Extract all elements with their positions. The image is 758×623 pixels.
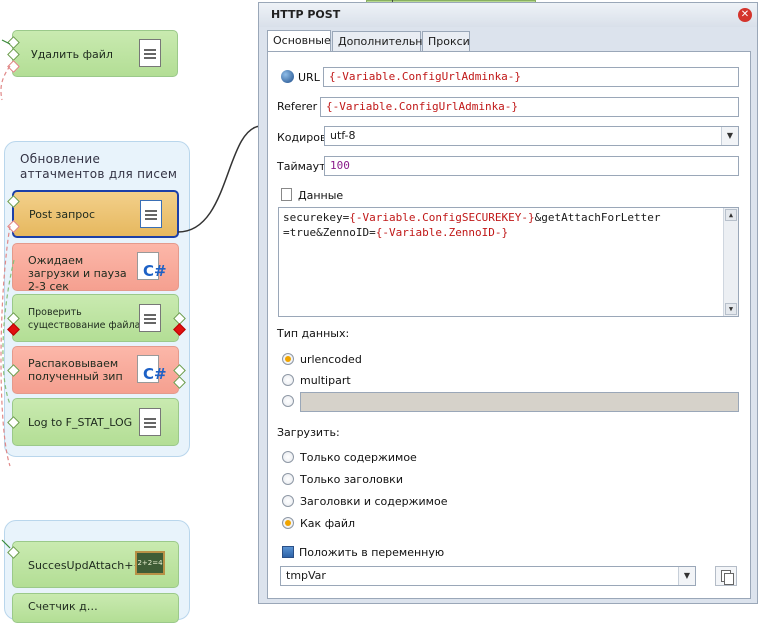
node-label: Удалить файл bbox=[31, 48, 113, 61]
http-post-dialog: HTTP POST ✕ Основные Дополнительно Прокс… bbox=[258, 2, 758, 604]
data-label: Данные bbox=[298, 189, 344, 202]
chevron-down-icon[interactable]: ▼ bbox=[678, 567, 695, 585]
log-node[interactable]: Log to F_STAT_LOG bbox=[12, 398, 179, 446]
radio-as-file[interactable] bbox=[282, 517, 294, 529]
tab-proxy[interactable]: Прокси bbox=[422, 31, 470, 51]
tab-advanced[interactable]: Дополнительно bbox=[332, 31, 429, 51]
tab-basic[interactable]: Основные bbox=[267, 30, 331, 52]
connection-lines bbox=[0, 39, 260, 549]
radio-headers-content-label: Заголовки и содержимое bbox=[300, 495, 448, 508]
document-icon bbox=[139, 304, 161, 332]
data-text: &getAttachForLetter bbox=[534, 211, 661, 224]
data-type-label: Тип данных: bbox=[277, 327, 350, 340]
radio-as-file-label: Как файл bbox=[300, 517, 356, 530]
put-variable-label: Положить в переменную bbox=[299, 546, 445, 559]
dialog-title: HTTP POST bbox=[271, 8, 341, 21]
node-label: Распаковываем полученный зип bbox=[28, 357, 123, 383]
referer-input[interactable]: {-Variable.ConfigUrlAdminka-} bbox=[320, 97, 739, 117]
csharp-icon: C# bbox=[137, 355, 167, 385]
load-label: Загрузить: bbox=[277, 426, 340, 439]
variable-value: tmpVar bbox=[286, 569, 326, 582]
variable-select[interactable]: tmpVar ▼ bbox=[280, 566, 696, 586]
custom-type-input bbox=[300, 392, 739, 412]
scroll-up-icon[interactable]: ▲ bbox=[725, 209, 737, 221]
encoding-value: utf-8 bbox=[330, 129, 356, 142]
radio-content-only[interactable] bbox=[282, 451, 294, 463]
data-line-2: =true&ZennoID={-Variable.ZennoID-} bbox=[283, 225, 734, 240]
title-bar[interactable]: HTTP POST ✕ bbox=[259, 3, 757, 27]
tab-label: Основные bbox=[273, 34, 331, 47]
scroll-down-icon[interactable]: ▼ bbox=[725, 303, 737, 315]
copy-icon[interactable] bbox=[715, 566, 737, 586]
node-label: Post запрос bbox=[29, 208, 96, 221]
encoding-select[interactable]: utf-8 ▼ bbox=[324, 126, 739, 146]
radio-headers-content[interactable] bbox=[282, 495, 294, 507]
referer-label: Referer bbox=[277, 100, 318, 113]
radio-urlencoded-label: urlencoded bbox=[300, 353, 362, 366]
download-icon bbox=[140, 200, 162, 228]
document-icon bbox=[139, 39, 161, 67]
node-label: Ожидаем загрузки и пауза 2-3 сек bbox=[28, 254, 127, 293]
radio-content-only-label: Только содержимое bbox=[300, 451, 417, 464]
data-icon bbox=[281, 188, 292, 201]
timeout-label: Таймаут bbox=[277, 160, 326, 173]
tab-label: Дополнительно bbox=[338, 35, 430, 48]
data-text: securekey= bbox=[283, 211, 350, 224]
radio-headers-only[interactable] bbox=[282, 473, 294, 485]
radio-headers-only-label: Только заголовки bbox=[300, 473, 403, 486]
success-node[interactable]: SuccesUpdAttach++ 2+2=4 bbox=[12, 541, 179, 588]
radio-multipart-label: multipart bbox=[300, 374, 351, 387]
post-request-node[interactable]: Post запрос bbox=[12, 190, 179, 238]
url-label: URL bbox=[298, 71, 320, 84]
delete-file-node[interactable]: Удалить файл bbox=[12, 30, 178, 77]
node-label: Проверить существование файла bbox=[28, 307, 141, 331]
check-file-node[interactable]: Проверить существование файла bbox=[12, 294, 179, 342]
settings-panel: URL {-Variable.ConfigUrlAdminka-} Refere… bbox=[267, 51, 751, 599]
document-icon bbox=[139, 408, 161, 436]
data-text: =true&ZennoID= bbox=[283, 226, 376, 239]
tab-label: Прокси bbox=[428, 35, 470, 48]
scrollbar[interactable]: ▲ ▼ bbox=[723, 208, 738, 316]
url-input[interactable]: {-Variable.ConfigUrlAdminka-} bbox=[323, 67, 739, 87]
radio-multipart[interactable] bbox=[282, 374, 294, 386]
radio-urlencoded[interactable] bbox=[282, 353, 294, 365]
csharp-icon: C# bbox=[137, 252, 167, 282]
timeout-input[interactable]: 100 bbox=[324, 156, 739, 176]
close-icon[interactable]: ✕ bbox=[738, 8, 752, 22]
background-block-label: tmpList bbox=[379, 0, 413, 3]
referer-value: {-Variable.ConfigUrlAdminka-} bbox=[326, 100, 519, 113]
chevron-down-icon[interactable]: ▼ bbox=[721, 127, 738, 145]
unpack-node[interactable]: Распаковываем полученный зип C# bbox=[12, 346, 179, 394]
radio-custom[interactable] bbox=[282, 395, 294, 407]
put-variable-checkbox[interactable] bbox=[282, 546, 294, 558]
node-label: SuccesUpdAttach++ bbox=[28, 559, 143, 572]
group-title: Обновление аттачментов для писем bbox=[20, 152, 178, 181]
node-label: Log to F_STAT_LOG bbox=[28, 416, 133, 429]
url-value: {-Variable.ConfigUrlAdminka-} bbox=[329, 70, 522, 83]
data-variable: {-Variable.ConfigSECUREKEY-} bbox=[349, 211, 535, 224]
timeout-value: 100 bbox=[330, 159, 350, 172]
counter-icon: 2+2=4 bbox=[135, 551, 165, 575]
data-variable: {-Variable.ZennoID-} bbox=[375, 226, 509, 239]
data-line-1: securekey={-Variable.ConfigSECUREKEY-}&g… bbox=[283, 210, 734, 225]
wait-download-node[interactable]: Ожидаем загрузки и пауза 2-3 сек C# bbox=[12, 243, 179, 293]
globe-icon bbox=[281, 70, 294, 83]
data-textarea[interactable]: securekey={-Variable.ConfigSECUREKEY-}&g… bbox=[278, 207, 739, 317]
